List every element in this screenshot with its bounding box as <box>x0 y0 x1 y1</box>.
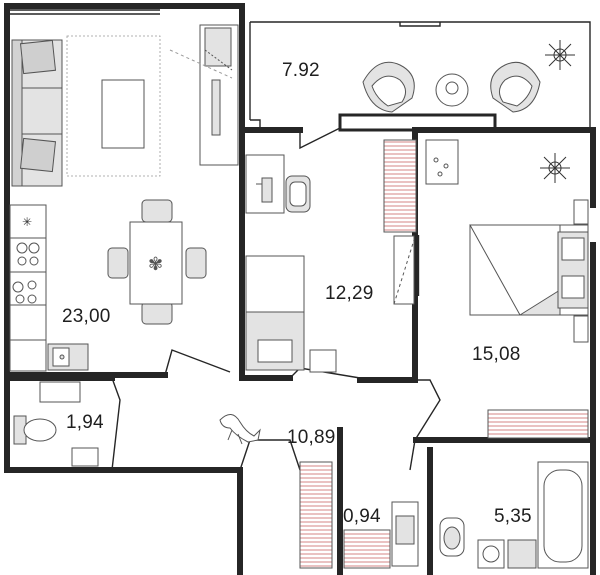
area-label-living-kitchen: 23,00 <box>62 306 111 327</box>
stove-icon <box>425 139 459 185</box>
wardrobe-icon <box>383 139 417 305</box>
area-label-hallway: 10,89 <box>287 427 336 448</box>
lounge-chair-icon <box>362 61 415 113</box>
toilet-icon <box>13 415 57 445</box>
wardrobe-icon <box>299 461 333 569</box>
area-label-bathroom: 5,35 <box>494 506 532 527</box>
hallway <box>219 414 333 569</box>
thin-walls <box>10 9 591 471</box>
plant-icon <box>545 40 575 70</box>
tv-stand-icon <box>169 24 239 166</box>
wardrobe-icon <box>487 409 589 439</box>
area-label-office: 12,29 <box>325 283 374 304</box>
desk-icon <box>245 154 285 214</box>
dining-table-icon: ✾ <box>107 199 207 325</box>
area-label-closet: 0,94 <box>343 506 381 527</box>
bedroom <box>425 139 589 439</box>
sink-icon <box>507 539 537 569</box>
area-label-balcony: 7.92 <box>282 60 320 81</box>
washing-machine-icon <box>477 539 505 569</box>
closet <box>343 501 419 569</box>
area-label-wc: 1,94 <box>66 412 104 433</box>
sofa-icon <box>11 39 63 187</box>
bed-icon <box>469 224 589 316</box>
svg-text:✾: ✾ <box>148 254 163 275</box>
bed-icon <box>245 255 337 373</box>
cat-icon <box>219 414 261 445</box>
office-chair-icon <box>285 175 311 213</box>
office <box>245 139 417 373</box>
sink-icon <box>47 343 89 371</box>
lounge-chair-icon <box>490 61 541 113</box>
nightstand-icon <box>573 315 589 343</box>
toilet-icon <box>439 517 465 557</box>
sink-icon <box>71 447 99 467</box>
bathtub-icon <box>537 461 589 569</box>
wc <box>13 381 99 467</box>
coffee-table-icon <box>101 79 145 149</box>
rug-icon <box>66 35 161 177</box>
counter-icon <box>39 381 81 403</box>
bathroom <box>439 461 589 569</box>
round-table-icon <box>435 73 469 107</box>
balcony <box>362 40 575 113</box>
plant-icon <box>540 153 570 183</box>
nightstand-icon <box>573 199 589 225</box>
svg-text:✳: ✳ <box>22 215 32 229</box>
living-room: ✳ ✾ <box>9 24 239 372</box>
area-label-bedroom: 15,08 <box>472 344 521 365</box>
stove-icon <box>12 242 40 304</box>
